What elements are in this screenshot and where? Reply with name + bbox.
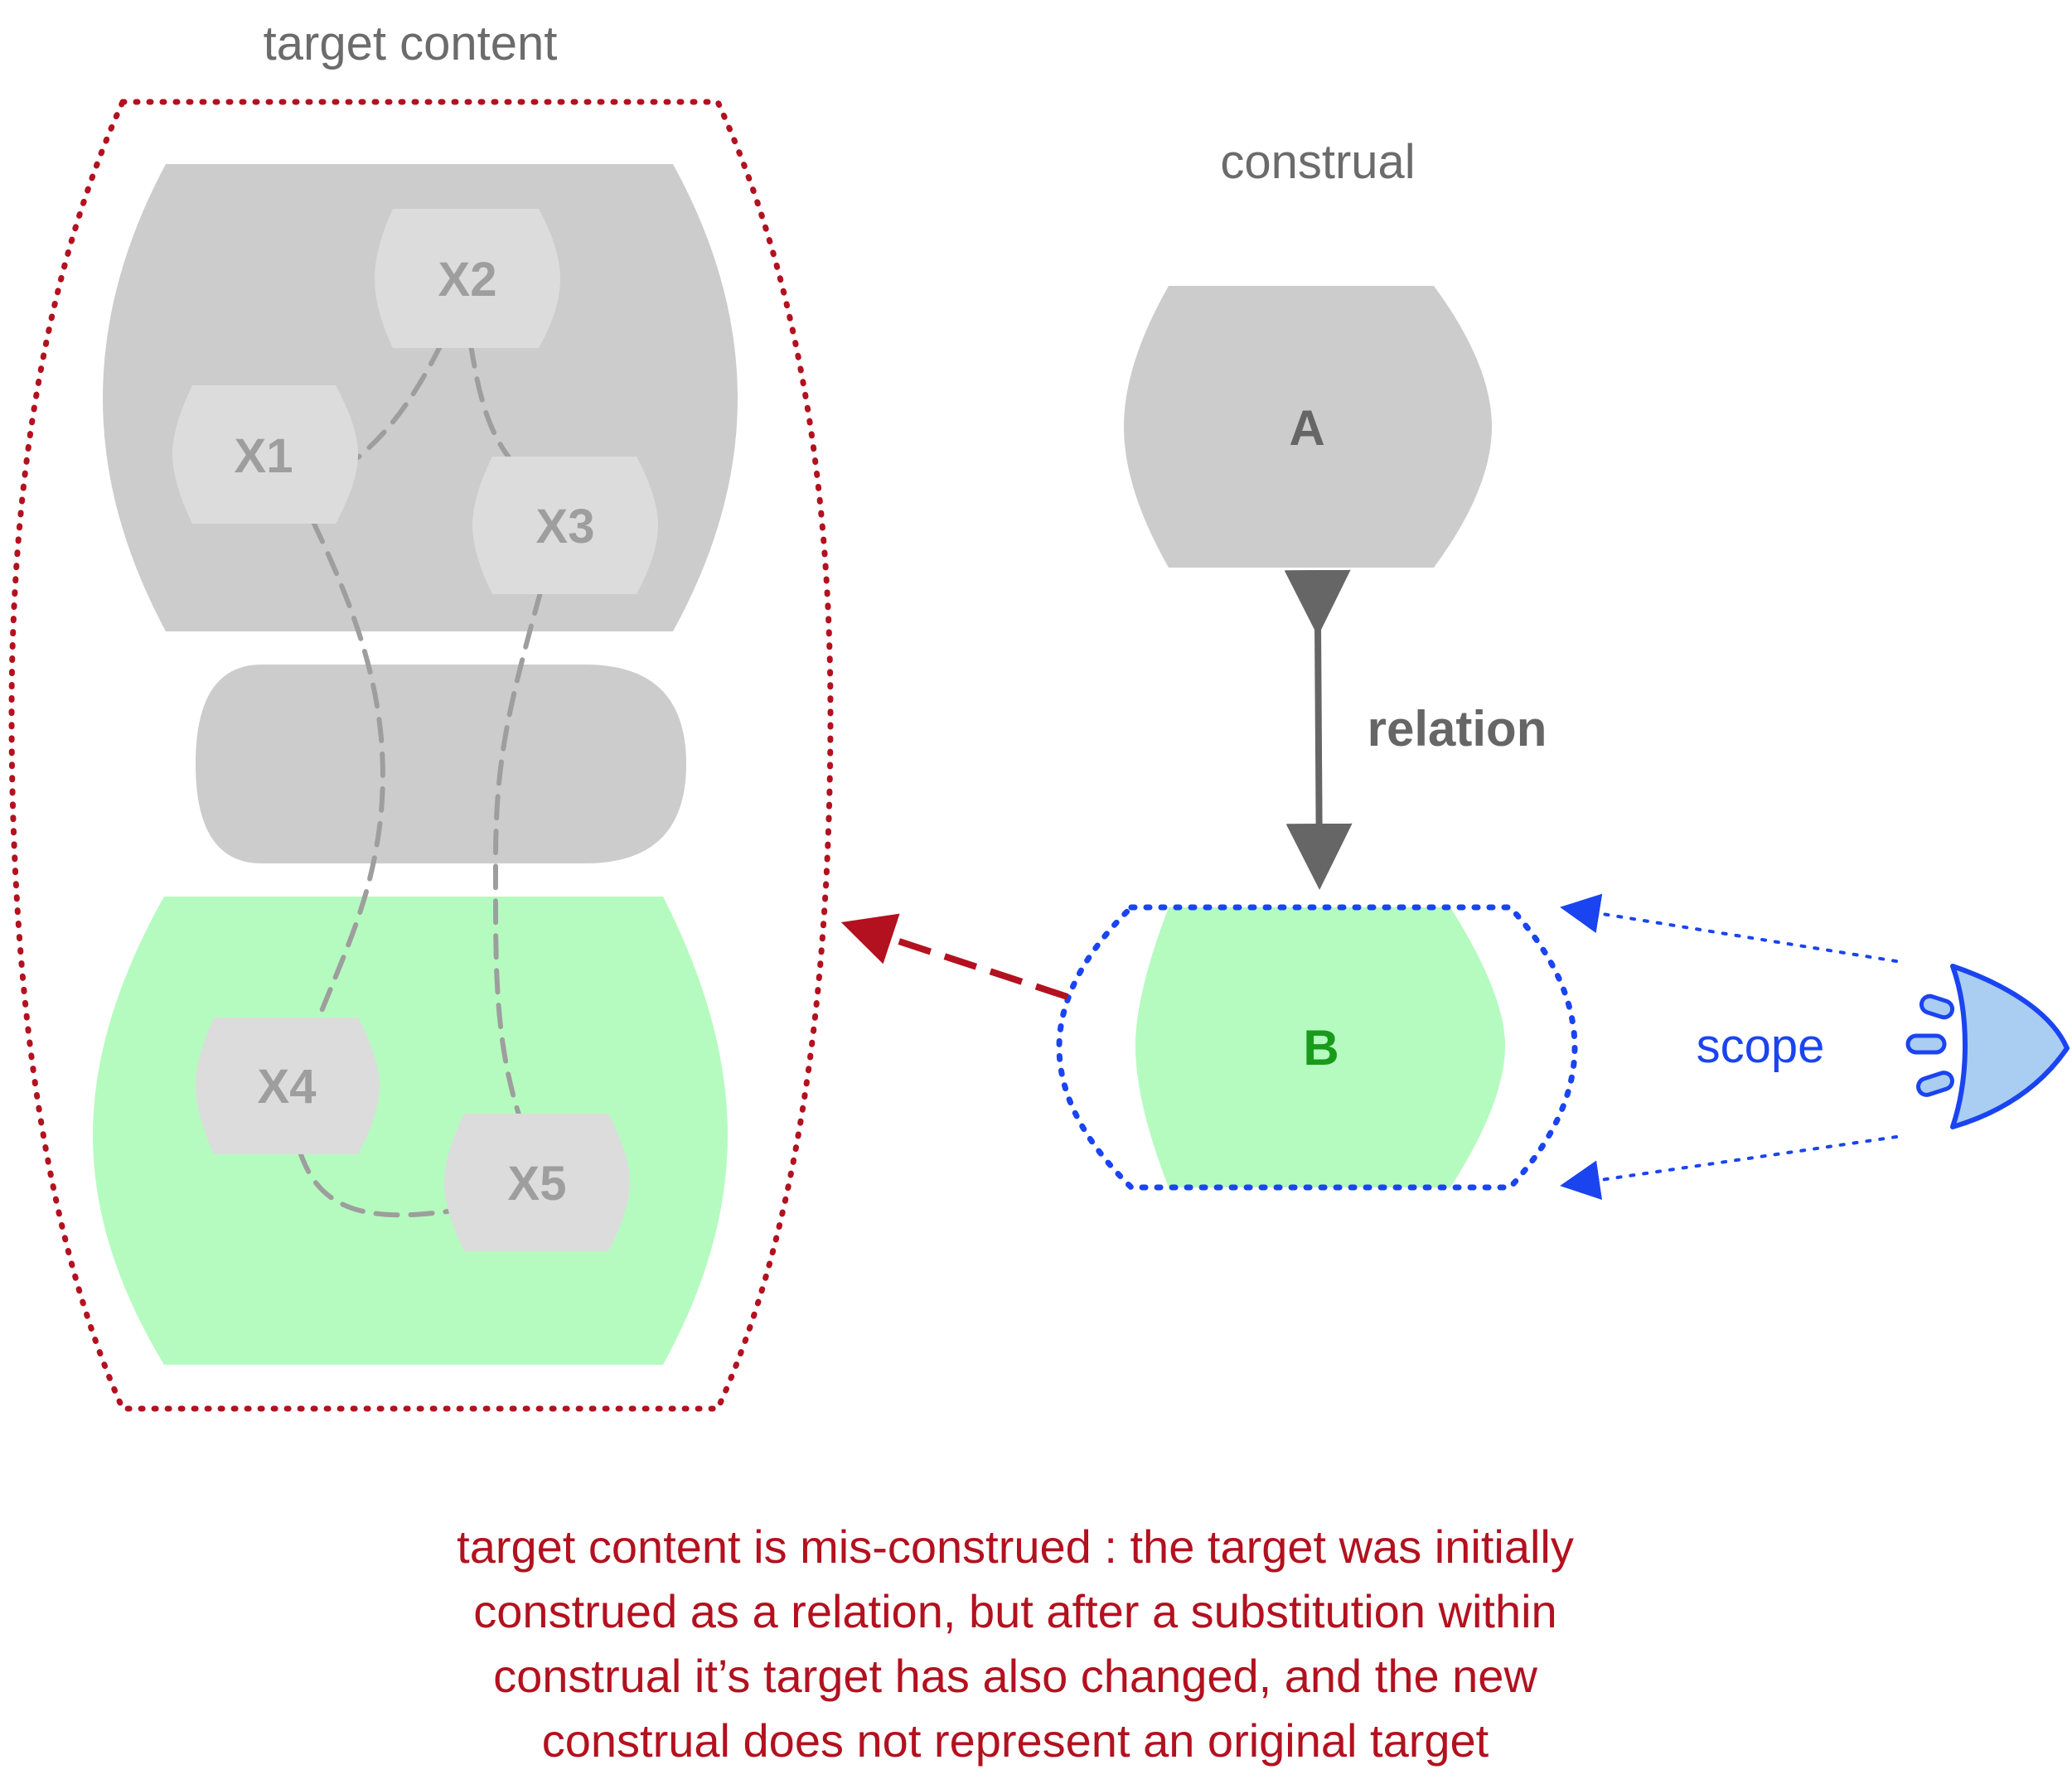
eye-icon [1905,964,2070,1129]
target-content-boundary [8,99,834,1412]
caption-line-1: target content is mis-construed : the ta… [457,1521,1574,1573]
node-x5-label: X5 [508,1157,567,1211]
node-x5: X5 [444,1114,630,1251]
caption-line-3: construal it’s target has also changed, … [493,1650,1537,1702]
scope-boundary [1056,904,1578,1191]
node-x2-label: X2 [438,253,497,307]
node-x3: X3 [472,457,658,594]
node-x1: X1 [172,385,358,524]
connector-x2-x1 [356,342,443,460]
node-x4: X4 [196,1018,380,1154]
node-connectors [298,342,543,1218]
construal-a: A [1124,286,1492,568]
connector-x1-x4 [311,520,385,1022]
misconstrual-arrow [840,913,1069,1000]
scope-arrow-top [1560,893,1898,963]
construal-a-label: A [1289,400,1324,456]
construal-title: construal [1220,135,1415,189]
relation-label: relation [1368,701,1547,757]
connector-x4-x5 [298,1149,450,1218]
caption-line-2: construed as a relation, but after a sub… [473,1585,1557,1637]
construal-b: B [1135,907,1505,1187]
scope-label: scope [1697,1019,1825,1073]
caption-line-4: construal does not represent an original… [541,1714,1489,1767]
target-bottom-container [93,897,728,1365]
target-content-title: target content [264,17,558,70]
node-x2: X2 [375,209,560,348]
connector-x2-x3 [468,342,511,460]
relation-arrow [1284,569,1353,890]
node-x4-label: X4 [258,1060,317,1114]
node-x1-label: X1 [235,429,293,483]
caption: target content is mis-construed : the ta… [207,1515,1823,1773]
connector-x3-x5 [492,590,543,1117]
scope-arrow-bottom [1560,1135,1898,1200]
target-middle-container [196,665,686,863]
construal-b-label: B [1303,1020,1339,1076]
node-x3-label: X3 [536,500,595,554]
